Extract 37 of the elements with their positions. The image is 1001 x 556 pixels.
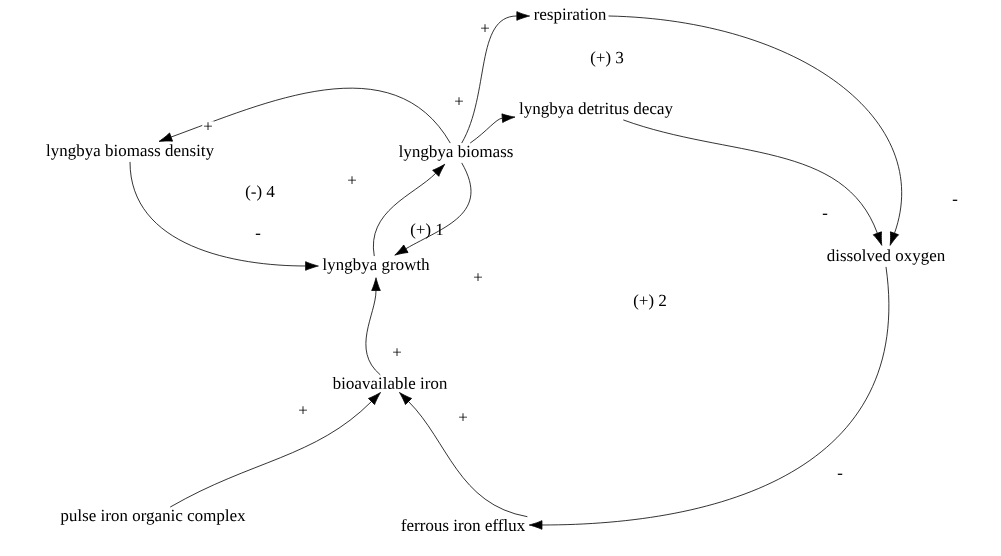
polarity-sign: - — [821, 212, 829, 220]
loop-label: (+) 3 — [590, 51, 624, 67]
polarity-sign: + — [346, 175, 358, 187]
variable-label: bioavailable iron — [332, 377, 448, 389]
variable-label: lyngbya detritus decay — [519, 102, 673, 118]
arrow — [365, 277, 381, 376]
arrow — [528, 266, 890, 530]
arrow — [129, 161, 319, 271]
polarity-sign: - — [951, 198, 959, 206]
arrow — [399, 392, 528, 518]
arrow — [622, 119, 883, 246]
variable-label: lyngbya growth — [322, 258, 430, 274]
arrow — [394, 162, 472, 256]
polarity-sign: - — [254, 232, 262, 240]
polarity-sign: + — [202, 121, 214, 133]
arrow — [158, 87, 451, 144]
variable-label: respiration — [534, 8, 607, 24]
loop-label: (-) 4 — [245, 185, 275, 201]
arrow — [372, 163, 446, 257]
variable-label: lyngbya biomass — [399, 145, 513, 161]
polarity-sign: + — [472, 272, 484, 284]
polarity-sign: + — [297, 405, 309, 417]
variable-label: pulse iron organic complex — [60, 509, 246, 525]
arrow — [608, 15, 902, 246]
polarity-sign: - — [836, 472, 844, 480]
variable-label: dissolved oxygen — [827, 249, 945, 265]
polarity-sign: + — [479, 23, 491, 35]
variable-label: lyngbya biomass density — [46, 144, 214, 160]
arrow — [469, 113, 516, 144]
arrow — [169, 392, 381, 508]
arrow — [461, 11, 530, 144]
polarity-sign: + — [391, 347, 403, 359]
polarity-sign: + — [457, 412, 469, 424]
polarity-sign: + — [453, 96, 465, 108]
loop-label: (+) 2 — [633, 294, 666, 310]
variable-label: ferrous iron efflux — [401, 518, 525, 532]
loop-label: (+) 1 — [410, 223, 443, 239]
